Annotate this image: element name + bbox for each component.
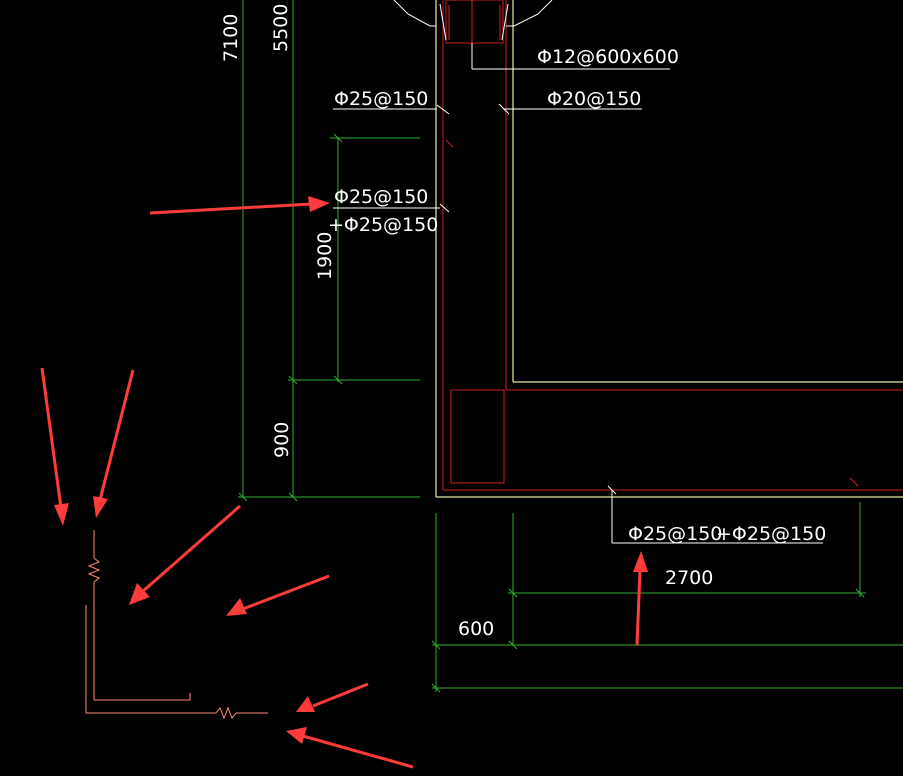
arrow-down-right-icon	[93, 369, 135, 518]
rebar-label-slab-bottom-2: +Φ25@150	[716, 523, 826, 545]
rebar-lines	[442, 0, 903, 491]
corner-bar-detail	[85, 530, 268, 720]
dimension-label-7100: 7100	[220, 14, 242, 62]
arrow-to-slab-label-icon	[633, 551, 648, 646]
dimension-lines	[238, 0, 903, 692]
dimension-label-900: 900	[271, 422, 293, 458]
column-cap-detail	[393, 0, 670, 70]
arrow-to-lap-lower-icon	[286, 727, 414, 769]
arrow-to-lap-upper-icon	[296, 682, 369, 712]
rebar-label-wall-lower-1: Φ25@150	[334, 186, 428, 208]
arrow-to-wall-label-icon	[149, 196, 330, 215]
rebar-label-wall-lower-2: +Φ25@150	[328, 214, 438, 236]
dimension-label-600: 600	[458, 618, 494, 640]
arrow-down-left-icon	[40, 367, 69, 526]
rebar-label-wall-left: Φ25@150	[334, 88, 428, 110]
concrete-outline	[435, 0, 903, 498]
annotation-arrows	[40, 196, 648, 769]
rebar-label-slab-bottom-1: Φ25@150	[628, 523, 722, 545]
dimension-label-5500: 5500	[270, 4, 292, 52]
rebar-label-wall-right: Φ20@150	[547, 88, 641, 110]
arrow-to-bend-icon	[226, 574, 330, 616]
leader-lines	[333, 103, 823, 544]
dimension-label-1900: 1900	[314, 232, 336, 280]
dimension-ticks	[238, 133, 865, 693]
rebar-label-top-stirrup: Φ12@600x600	[537, 46, 679, 68]
dimension-label-2700: 2700	[665, 567, 713, 589]
arrow-to-corner-icon	[129, 504, 241, 605]
